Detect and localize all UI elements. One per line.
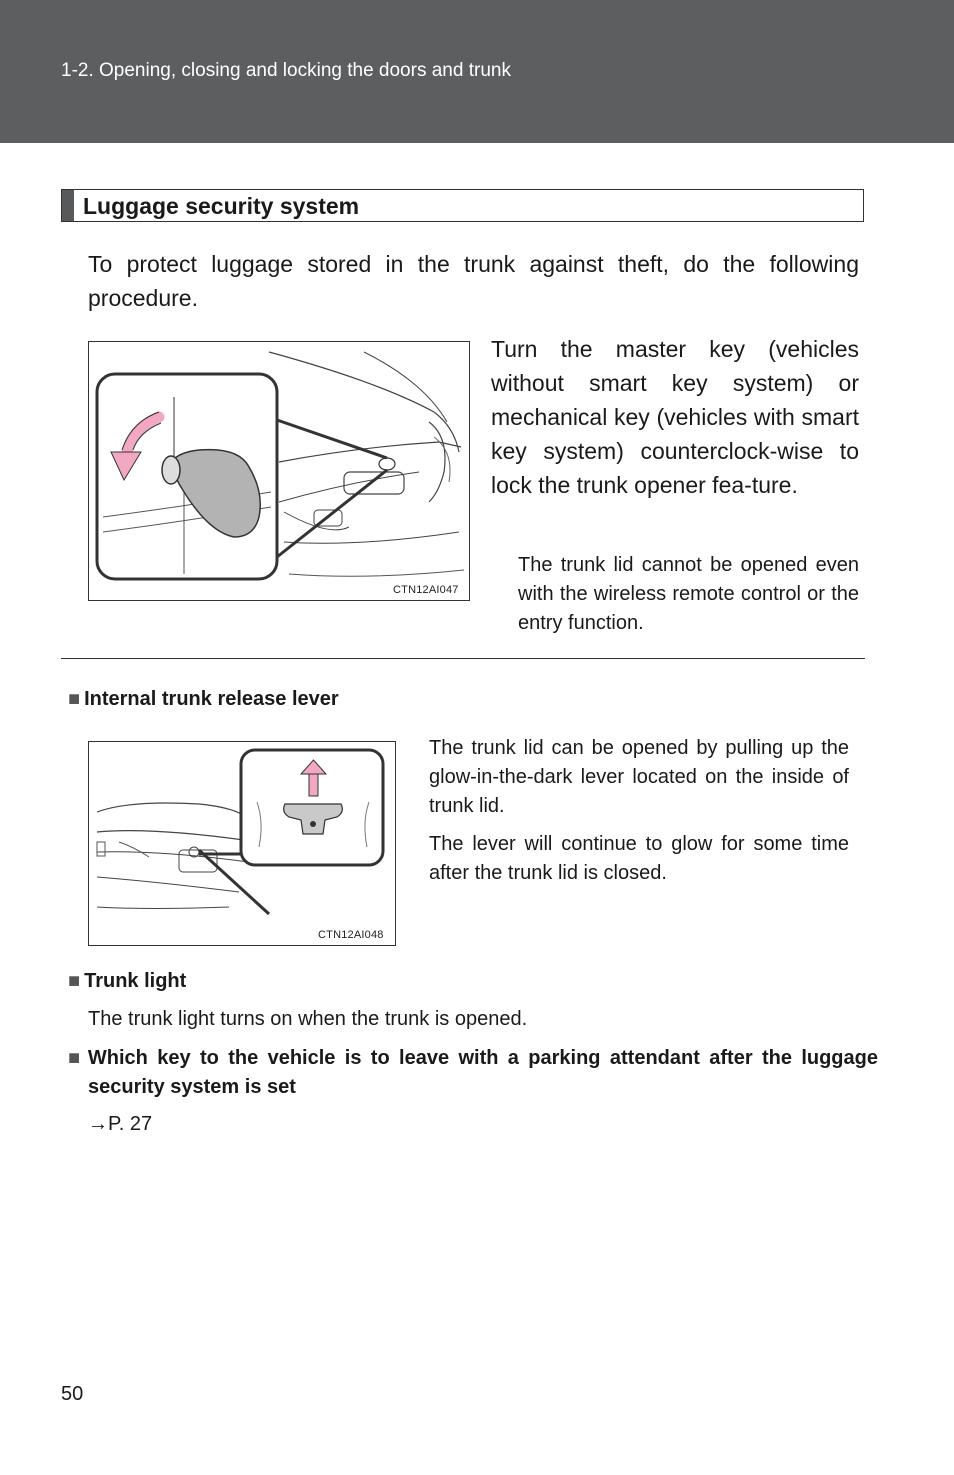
parking-heading: ■Which key to the vehicle is to leave wi…: [68, 1044, 878, 1102]
parking-heading-text: Which key to the vehicle is to leave wit…: [87, 1047, 878, 1098]
square-bullet-icon: ■: [68, 688, 81, 710]
trunk-light-heading-text: Trunk light: [84, 970, 187, 992]
page-number: 50: [61, 1383, 84, 1405]
trunk-light-heading: ■Trunk light: [68, 967, 186, 996]
page-reference-link[interactable]: →P. 27: [88, 1113, 153, 1135]
intro-paragraph: To protect luggage stored in the trunk a…: [88, 251, 859, 311]
step-text: Turn the master key (vehicles without sm…: [491, 336, 859, 498]
step-note: The trunk lid cannot be opened even with…: [518, 554, 859, 634]
release-lever-illustration: [96, 748, 385, 916]
square-bullet-icon: ■: [68, 1047, 84, 1069]
lever-paragraph-1: The trunk lid can be opened by pulling u…: [429, 737, 849, 817]
figure1-code: CTN12AI047: [393, 584, 459, 596]
key-lock-illustration: [95, 351, 465, 581]
figure2-code: CTN12AI048: [318, 929, 384, 941]
internal-lever-heading: ■Internal trunk release lever: [68, 685, 339, 714]
section-marker: [62, 190, 74, 221]
section-title: Luggage security system: [83, 193, 360, 219]
section-divider: [61, 658, 865, 659]
figure-release-lever: CTN12AI048: [88, 741, 396, 946]
section-heading-box: Luggage security system: [61, 189, 864, 222]
trunk-light-text: The trunk light turns on when the trunk …: [88, 1008, 528, 1030]
breadcrumb: 1-2. Opening, closing and locking the do…: [61, 60, 511, 81]
internal-lever-heading-text: Internal trunk release lever: [84, 688, 339, 710]
figure-key-lock: CTN12AI047: [88, 341, 470, 601]
header-bar: 1-2. Opening, closing and locking the do…: [0, 0, 954, 143]
square-bullet-icon: ■: [68, 970, 81, 992]
lever-paragraph-2: The lever will continue to glow for some…: [429, 833, 849, 884]
